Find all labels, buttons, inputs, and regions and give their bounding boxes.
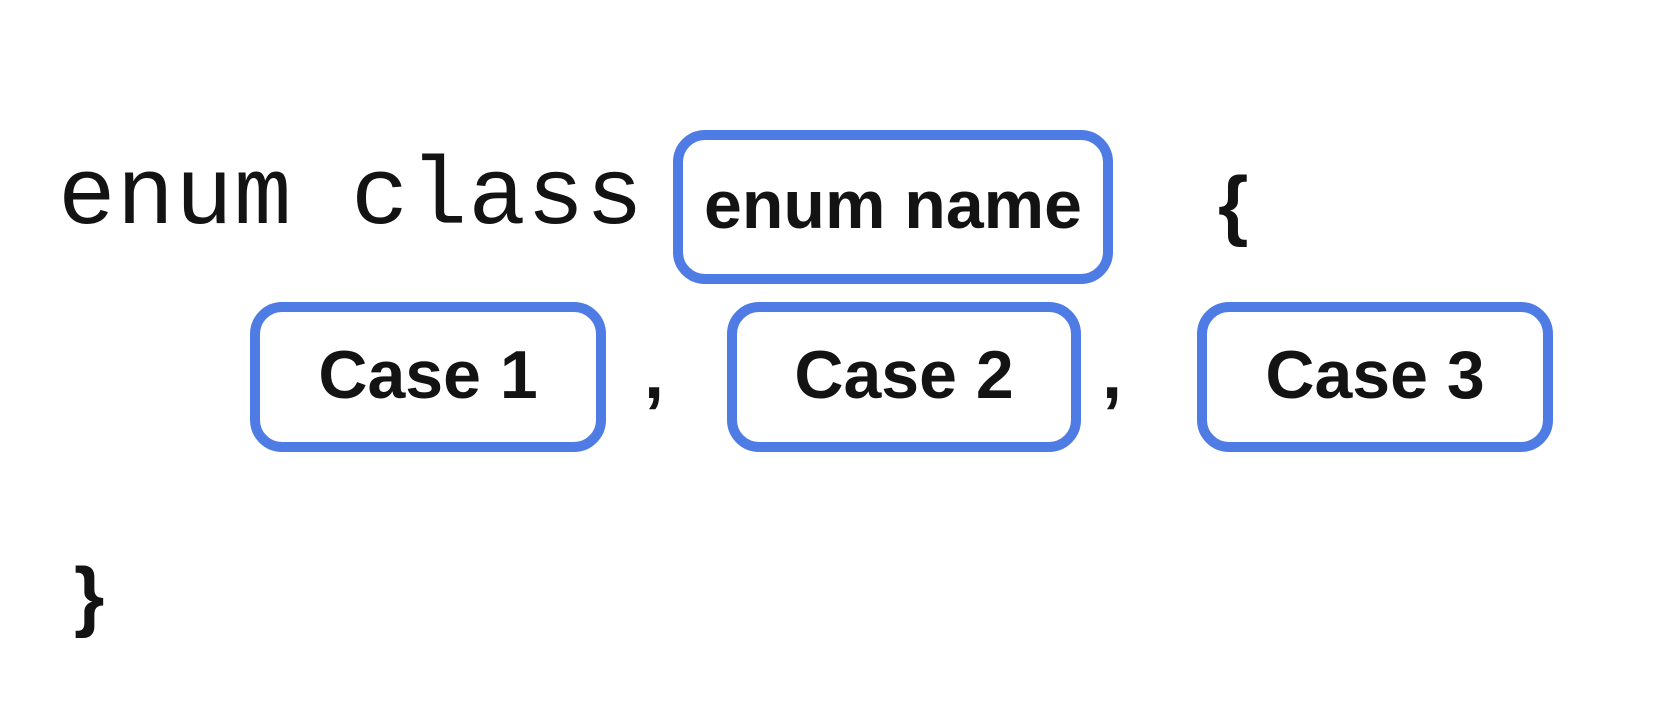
comma-separator-1: , — [644, 334, 665, 414]
case-3-placeholder-box: Case 3 — [1197, 302, 1553, 452]
case-1-placeholder-box: Case 1 — [250, 302, 606, 452]
close-brace: } — [74, 551, 105, 639]
case-2-placeholder-box: Case 2 — [727, 302, 1081, 452]
comma-separator-2: , — [1102, 334, 1123, 414]
open-brace: { — [1218, 160, 1249, 248]
case-1-label: Case 1 — [318, 337, 538, 413]
enum-name-placeholder-box: enum name — [673, 130, 1113, 284]
case-3-label: Case 3 — [1265, 337, 1485, 413]
enum-class-keyword: enum class — [58, 143, 645, 252]
enum-name-label: enum name — [704, 167, 1082, 243]
case-2-label: Case 2 — [794, 337, 1014, 413]
